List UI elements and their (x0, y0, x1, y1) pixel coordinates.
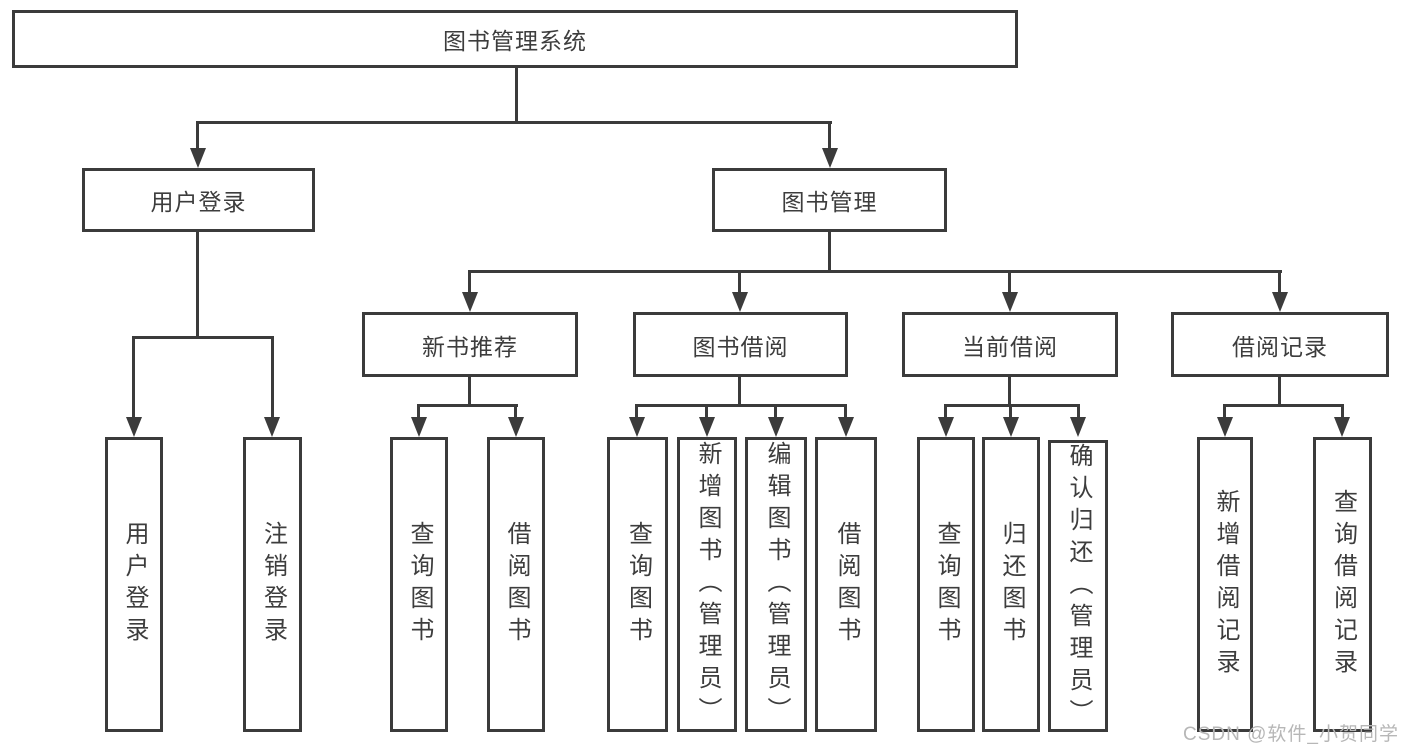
connector-records-bar (1223, 404, 1344, 407)
connector-book-mgmt-trunk (828, 232, 831, 273)
connector-stem-leaf-user-login (132, 336, 135, 420)
arrow-down-icon (1003, 417, 1019, 437)
leaf-user-login-label: 用户登录 (121, 520, 148, 649)
connector-rec-trunk (468, 377, 471, 406)
leaf-add-books-admin: 新增图书（管理员） (677, 437, 737, 732)
node-user-login: 用户登录 (82, 168, 315, 232)
connector-records-trunk (1278, 377, 1281, 406)
connector-level1-bar (196, 121, 832, 124)
arrow-down-icon (699, 417, 715, 437)
node-book-management-label: 图书管理 (781, 189, 878, 215)
connector-stem (417, 404, 420, 420)
leaf-add-books-admin-label: 新增图书（管理员） (694, 440, 721, 729)
node-user-login-label: 用户登录 (150, 189, 247, 215)
connector-user-login-trunk (196, 232, 199, 338)
arrow-down-icon (1070, 417, 1086, 437)
connector-current-trunk (1008, 377, 1011, 406)
arrow-down-icon (1217, 417, 1233, 437)
connector-stem-new-book-rec (468, 270, 471, 294)
node-new-book-recommend: 新书推荐 (362, 312, 578, 377)
connector-current-bar (944, 404, 1080, 407)
connector-stem-current-borrow (1008, 270, 1011, 294)
watermark: CSDN @软件_小贺同学 (1183, 724, 1399, 745)
arrow-down-icon (1272, 292, 1288, 312)
leaf-query-books-borrow-label: 查询图书 (624, 520, 652, 649)
leaf-borrow-books-recommend: 借阅图书 (487, 437, 545, 732)
arrow-down-icon (629, 417, 645, 437)
connector-stem (1223, 404, 1226, 420)
node-book-management: 图书管理 (712, 168, 947, 232)
connector-stem-user-login (196, 121, 199, 150)
leaf-query-books-borrow: 查询图书 (607, 437, 668, 732)
leaf-logout-login: 注销登录 (243, 437, 302, 732)
connector-level3-bar (468, 270, 1282, 273)
leaf-logout-login-label: 注销登录 (259, 520, 287, 649)
arrow-down-icon (190, 148, 206, 168)
node-library-system: 图书管理系统 (12, 10, 1018, 68)
arrow-down-icon (938, 417, 954, 437)
arrow-down-icon (768, 417, 784, 437)
connector-root-trunk (515, 68, 518, 123)
leaf-query-books-current-label: 查询图书 (933, 520, 960, 649)
arrow-down-icon (508, 417, 524, 437)
leaf-borrow-books: 借阅图书 (815, 437, 877, 732)
connector-rec-bar (417, 404, 518, 407)
connector-stem (1009, 404, 1012, 420)
connector-stem (705, 404, 708, 420)
node-new-book-recommend-label: 新书推荐 (422, 333, 518, 360)
leaf-return-books-label: 归还图书 (998, 520, 1025, 649)
leaf-return-books: 归还图书 (982, 437, 1040, 732)
connector-stem (635, 404, 638, 420)
arrow-down-icon (822, 148, 838, 168)
arrow-down-icon (126, 417, 142, 437)
connector-stem (944, 404, 947, 420)
arrow-down-icon (732, 292, 748, 312)
leaf-query-borrow-record: 查询借阅记录 (1313, 437, 1372, 732)
connector-borrow-bar (635, 404, 847, 407)
arrow-down-icon (1002, 292, 1018, 312)
leaf-add-borrow-record: 新增借阅记录 (1197, 437, 1253, 732)
node-current-borrow: 当前借阅 (902, 312, 1118, 377)
node-book-borrow: 图书借阅 (633, 312, 848, 377)
connector-stem (1077, 404, 1080, 420)
connector-stem-borrow-records (1278, 270, 1281, 294)
leaf-confirm-return-admin-label: 确认归还（管理员） (1065, 443, 1092, 731)
arrow-down-icon (264, 417, 280, 437)
leaf-add-borrow-record-label: 新增借阅记录 (1212, 488, 1239, 681)
leaf-user-login: 用户登录 (105, 437, 163, 732)
connector-stem-book-borrow (738, 270, 741, 294)
connector-stem (514, 404, 517, 420)
leaf-query-borrow-record-label: 查询借阅记录 (1329, 488, 1357, 681)
connector-stem-book-mgmt (828, 121, 831, 150)
node-borrow-records: 借阅记录 (1171, 312, 1389, 377)
leaf-borrow-books-label: 借阅图书 (833, 520, 860, 649)
connector-stem (844, 404, 847, 420)
node-current-borrow-label: 当前借阅 (962, 333, 1058, 360)
arrow-down-icon (411, 417, 427, 437)
leaf-edit-books-admin: 编辑图书（管理员） (745, 437, 807, 732)
node-library-system-label: 图书管理系统 (443, 28, 587, 54)
leaf-borrow-books-recommend-label: 借阅图书 (503, 520, 530, 649)
node-book-borrow-label: 图书借阅 (692, 333, 789, 360)
connector-stem (1341, 404, 1344, 420)
connector-borrow-trunk (738, 377, 741, 406)
leaf-query-books-current: 查询图书 (917, 437, 975, 732)
connector-user-login-bar (132, 336, 274, 339)
connector-stem (774, 404, 777, 420)
arrow-down-icon (838, 417, 854, 437)
leaf-query-books-recommend-label: 查询图书 (406, 520, 433, 649)
leaf-query-books-recommend: 查询图书 (390, 437, 448, 732)
arrow-down-icon (1334, 417, 1350, 437)
node-borrow-records-label: 借阅记录 (1232, 333, 1328, 360)
leaf-confirm-return-admin: 确认归还（管理员） (1048, 440, 1108, 732)
arrow-down-icon (462, 292, 478, 312)
connector-stem-leaf-logout (271, 336, 274, 420)
leaf-edit-books-admin-label: 编辑图书（管理员） (763, 440, 790, 729)
